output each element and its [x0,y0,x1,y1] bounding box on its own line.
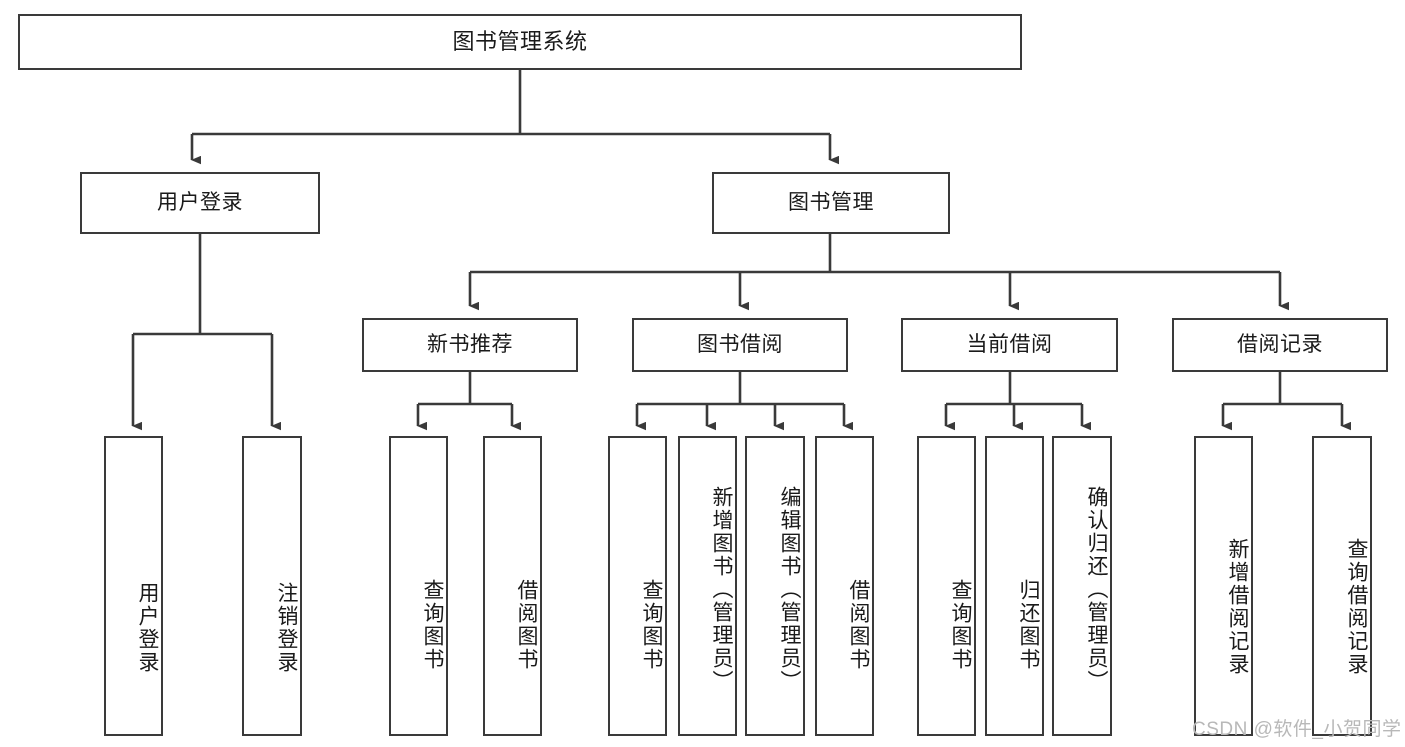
leaf-user-login-label: 用户登录 [136,582,159,674]
leaf-return-book-label: 归还图书 [1017,579,1040,671]
node-borrowing-records[interactable]: 借阅记录 [1172,318,1388,372]
leaf-query-book-borrow[interactable]: 查询图书 [608,436,667,736]
node-new-book-recommendation-label: 新书推荐 [427,333,513,357]
leaf-confirm-return-admin[interactable]: 确认归还（管理员） [1052,436,1112,736]
leaf-add-book-admin[interactable]: 新增图书（管理员） [678,436,737,736]
leaf-logout-label: 注销登录 [275,582,298,674]
leaf-borrow-book-label: 借阅图书 [847,579,870,671]
leaf-add-borrow-record[interactable]: 新增借阅记录 [1194,436,1253,736]
node-book-borrowing[interactable]: 图书借阅 [632,318,848,372]
leaf-query-book-recommend[interactable]: 查询图书 [389,436,448,736]
leaf-return-book[interactable]: 归还图书 [985,436,1044,736]
leaf-logout[interactable]: 注销登录 [242,436,302,736]
node-new-book-recommendation[interactable]: 新书推荐 [362,318,578,372]
leaf-borrow-book-recommend-label: 借阅图书 [515,579,538,671]
node-book-management-label: 图书管理 [788,191,874,215]
node-root-label: 图书管理系统 [452,28,588,54]
node-root-book-management-system[interactable]: 图书管理系统 [18,14,1022,70]
node-book-borrowing-label: 图书借阅 [697,333,783,357]
leaf-confirm-return-admin-label: 确认归还（管理员） [1085,485,1108,693]
leaf-add-book-admin-label: 新增图书（管理员） [710,485,733,693]
leaf-edit-book-admin-label: 编辑图书（管理员） [778,485,801,693]
node-user-login-label: 用户登录 [157,191,243,215]
leaf-query-borrow-record[interactable]: 查询借阅记录 [1312,436,1372,736]
node-book-management[interactable]: 图书管理 [712,172,950,234]
leaf-query-book-recommend-label: 查询图书 [421,579,444,671]
leaf-user-login[interactable]: 用户登录 [104,436,163,736]
leaf-query-borrow-record-label: 查询借阅记录 [1345,538,1368,676]
node-current-borrowing-label: 当前借阅 [966,333,1053,357]
leaf-query-book-current[interactable]: 查询图书 [917,436,976,736]
leaf-query-book-current-label: 查询图书 [949,579,972,671]
leaf-borrow-book-recommend[interactable]: 借阅图书 [483,436,542,736]
leaf-borrow-book[interactable]: 借阅图书 [815,436,874,736]
leaf-edit-book-admin[interactable]: 编辑图书（管理员） [745,436,805,736]
leaf-add-borrow-record-label: 新增借阅记录 [1226,538,1249,676]
node-current-borrowing[interactable]: 当前借阅 [901,318,1118,372]
leaf-query-book-borrow-label: 查询图书 [640,579,663,671]
node-borrowing-records-label: 借阅记录 [1237,333,1323,357]
node-user-login[interactable]: 用户登录 [80,172,320,234]
